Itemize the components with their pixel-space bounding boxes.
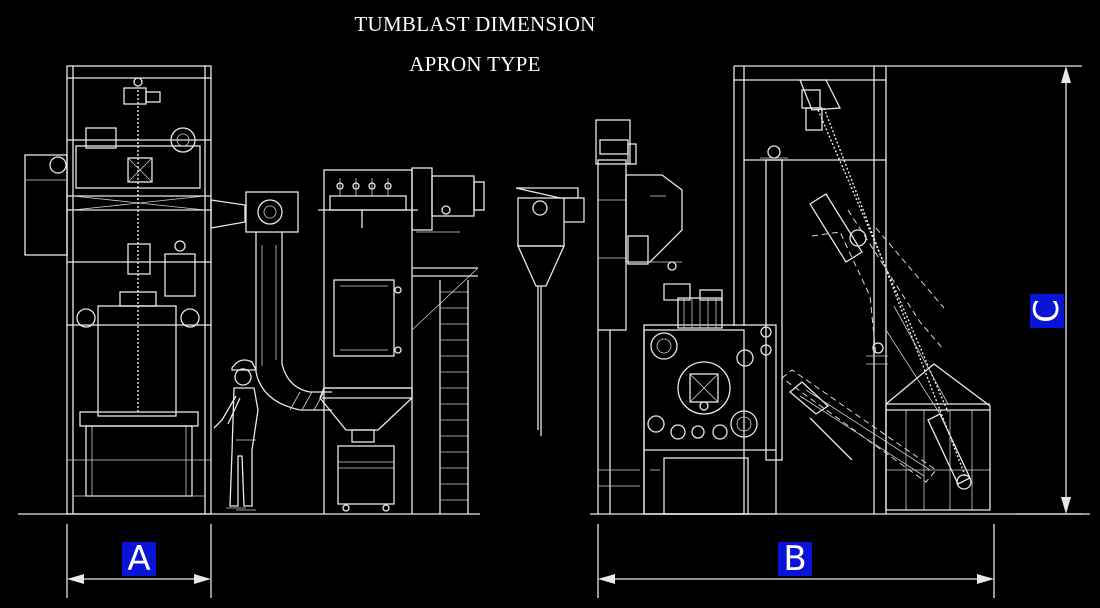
drive-pulley <box>650 332 678 360</box>
title-line-1: TUMBLAST DIMENSION <box>354 12 596 36</box>
cyclone-inlet <box>245 191 299 233</box>
collector-body <box>323 169 413 389</box>
dimension-label-a: A <box>122 542 156 576</box>
elevator-head <box>595 119 631 165</box>
collector-door <box>333 279 395 357</box>
exhaust-fan <box>411 167 433 231</box>
hard-hat <box>231 359 258 371</box>
dimension-label-c: C <box>1027 294 1067 328</box>
dimension-label-b: B <box>778 542 812 576</box>
duct-assembly <box>210 191 332 411</box>
dimension-c <box>886 65 1082 515</box>
elevator-column <box>597 159 627 331</box>
dimension-b <box>597 524 995 598</box>
tumble-chamber <box>97 305 177 417</box>
title-line-2: APRON TYPE <box>409 52 541 76</box>
front-elevation-machine <box>24 65 212 515</box>
main-frame <box>66 65 212 515</box>
lower-door <box>85 425 193 497</box>
swing-path <box>847 209 945 351</box>
blast-wheel <box>677 361 731 415</box>
bucket-cage <box>885 363 991 511</box>
vertical-post <box>765 159 783 461</box>
hoist-motor <box>123 87 147 105</box>
separator-hood <box>625 174 683 263</box>
side-motor-housing <box>24 154 68 256</box>
skip-bucket-lowered <box>781 369 937 483</box>
dust-bin <box>337 445 395 505</box>
operator-figure <box>213 359 259 511</box>
side-elevation-machine <box>595 65 991 515</box>
blower-wheel <box>170 127 196 153</box>
idler-pulley <box>730 410 758 438</box>
hoist-chain-1 <box>817 109 949 413</box>
dust-collector <box>318 167 485 514</box>
dimension-a <box>66 524 212 598</box>
cyclone-separator <box>515 187 585 436</box>
ladder-rungs <box>440 291 468 501</box>
